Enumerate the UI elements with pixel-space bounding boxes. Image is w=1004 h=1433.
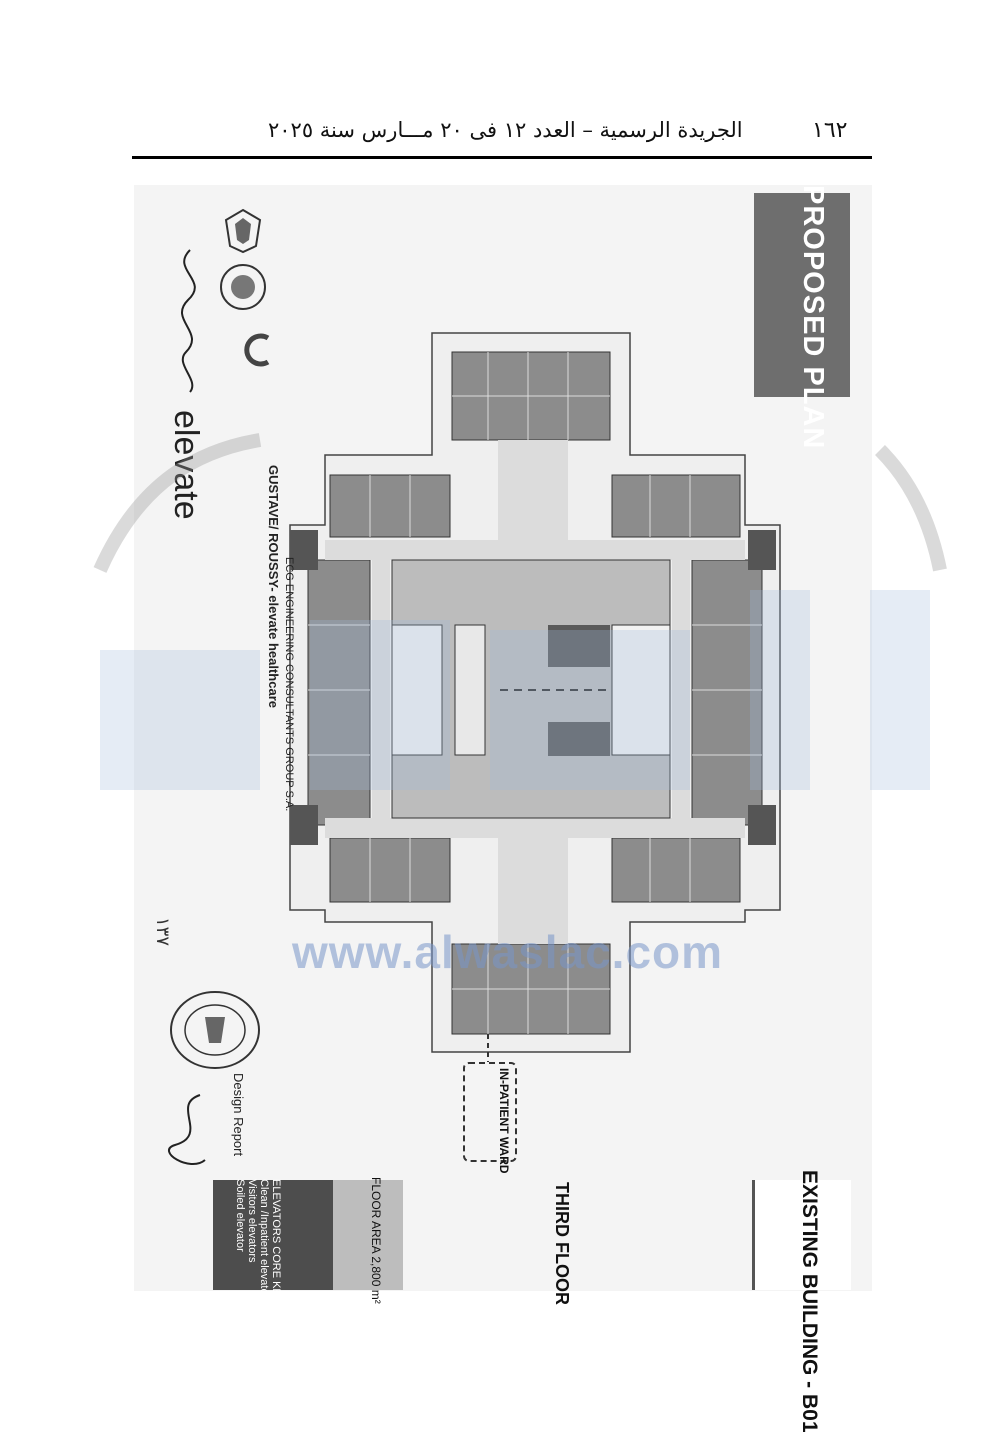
elevators-key-box [213, 1180, 333, 1290]
corridor-vertical-left [372, 560, 390, 818]
floor-area-box [333, 1180, 403, 1290]
top-wing-rooms [452, 352, 610, 440]
stair-right-top [748, 530, 776, 570]
right-column-rooms [691, 559, 763, 826]
inpatient-ward-label: IN-PATIENT WARD [497, 1068, 511, 1174]
core-elevators-right [611, 624, 671, 756]
right-lower-rooms [611, 837, 741, 903]
handwritten-note: ١٣٧ [152, 917, 173, 947]
existing-building-label: EXISTING BUILDING - B01 [798, 1170, 821, 1433]
left-lower-rooms [329, 837, 451, 903]
stair-right-bottom [748, 805, 776, 845]
ministry-seal-icon [220, 264, 266, 310]
watermark-logo-icon [93, 433, 947, 790]
stair-left-top [290, 530, 318, 570]
stair-left-bottom [290, 805, 318, 845]
watermark-url: www.alwaslac.com [292, 926, 724, 978]
page-number: ١٦٢ [812, 118, 848, 143]
official-stamp-icon [170, 991, 260, 1069]
corridor-horizontal-top [325, 540, 745, 560]
signature-icon [181, 249, 196, 393]
elevators-key-title: ELEVATORS CORE KEY [270, 1179, 282, 1304]
core-dark-room-bottom [548, 722, 610, 756]
bottom-signature-icon [168, 1094, 206, 1166]
corridor-vertical-right [672, 560, 690, 818]
floor-name-label: THIRD FLOOR [552, 1182, 572, 1305]
corridor-center-top [498, 440, 568, 540]
core-stair [454, 624, 486, 756]
proposed-plan-label: PROPOSED PLAN [797, 185, 829, 450]
left-column-rooms [307, 559, 371, 826]
elevators-key-item: Clean /Inpatient elevators [258, 1179, 270, 1304]
design-report-label: Design Report [231, 1073, 246, 1157]
inpatient-ward-frame [463, 1062, 517, 1162]
floor-area-label: FLOOR AREA 2,800 m² [369, 1177, 383, 1304]
cancer-center-logo-icon [244, 333, 270, 367]
corridor-horizontal-bottom [325, 818, 745, 838]
right-upper-rooms [611, 474, 741, 538]
elevators-key-list: ELEVATORS CORE KEY Clean /Inpatient elev… [234, 1179, 282, 1304]
existing-building-banner [752, 1180, 851, 1290]
core-dark-room-top [548, 625, 610, 667]
corridor-center-bottom [498, 838, 568, 944]
egypt-emblem-icon [224, 208, 262, 254]
proposed-plan-banner [754, 193, 850, 397]
elevators-key-item: Visitors elevators [246, 1179, 258, 1263]
header-rule [132, 156, 872, 159]
bottom-wing-rooms [452, 944, 610, 1034]
left-upper-rooms [329, 474, 451, 538]
core-elevators-left [391, 624, 443, 756]
gazette-header-title: الجريدة الرسمية – العدد ١٢ فى ٢٠ مـــارس… [268, 118, 743, 142]
